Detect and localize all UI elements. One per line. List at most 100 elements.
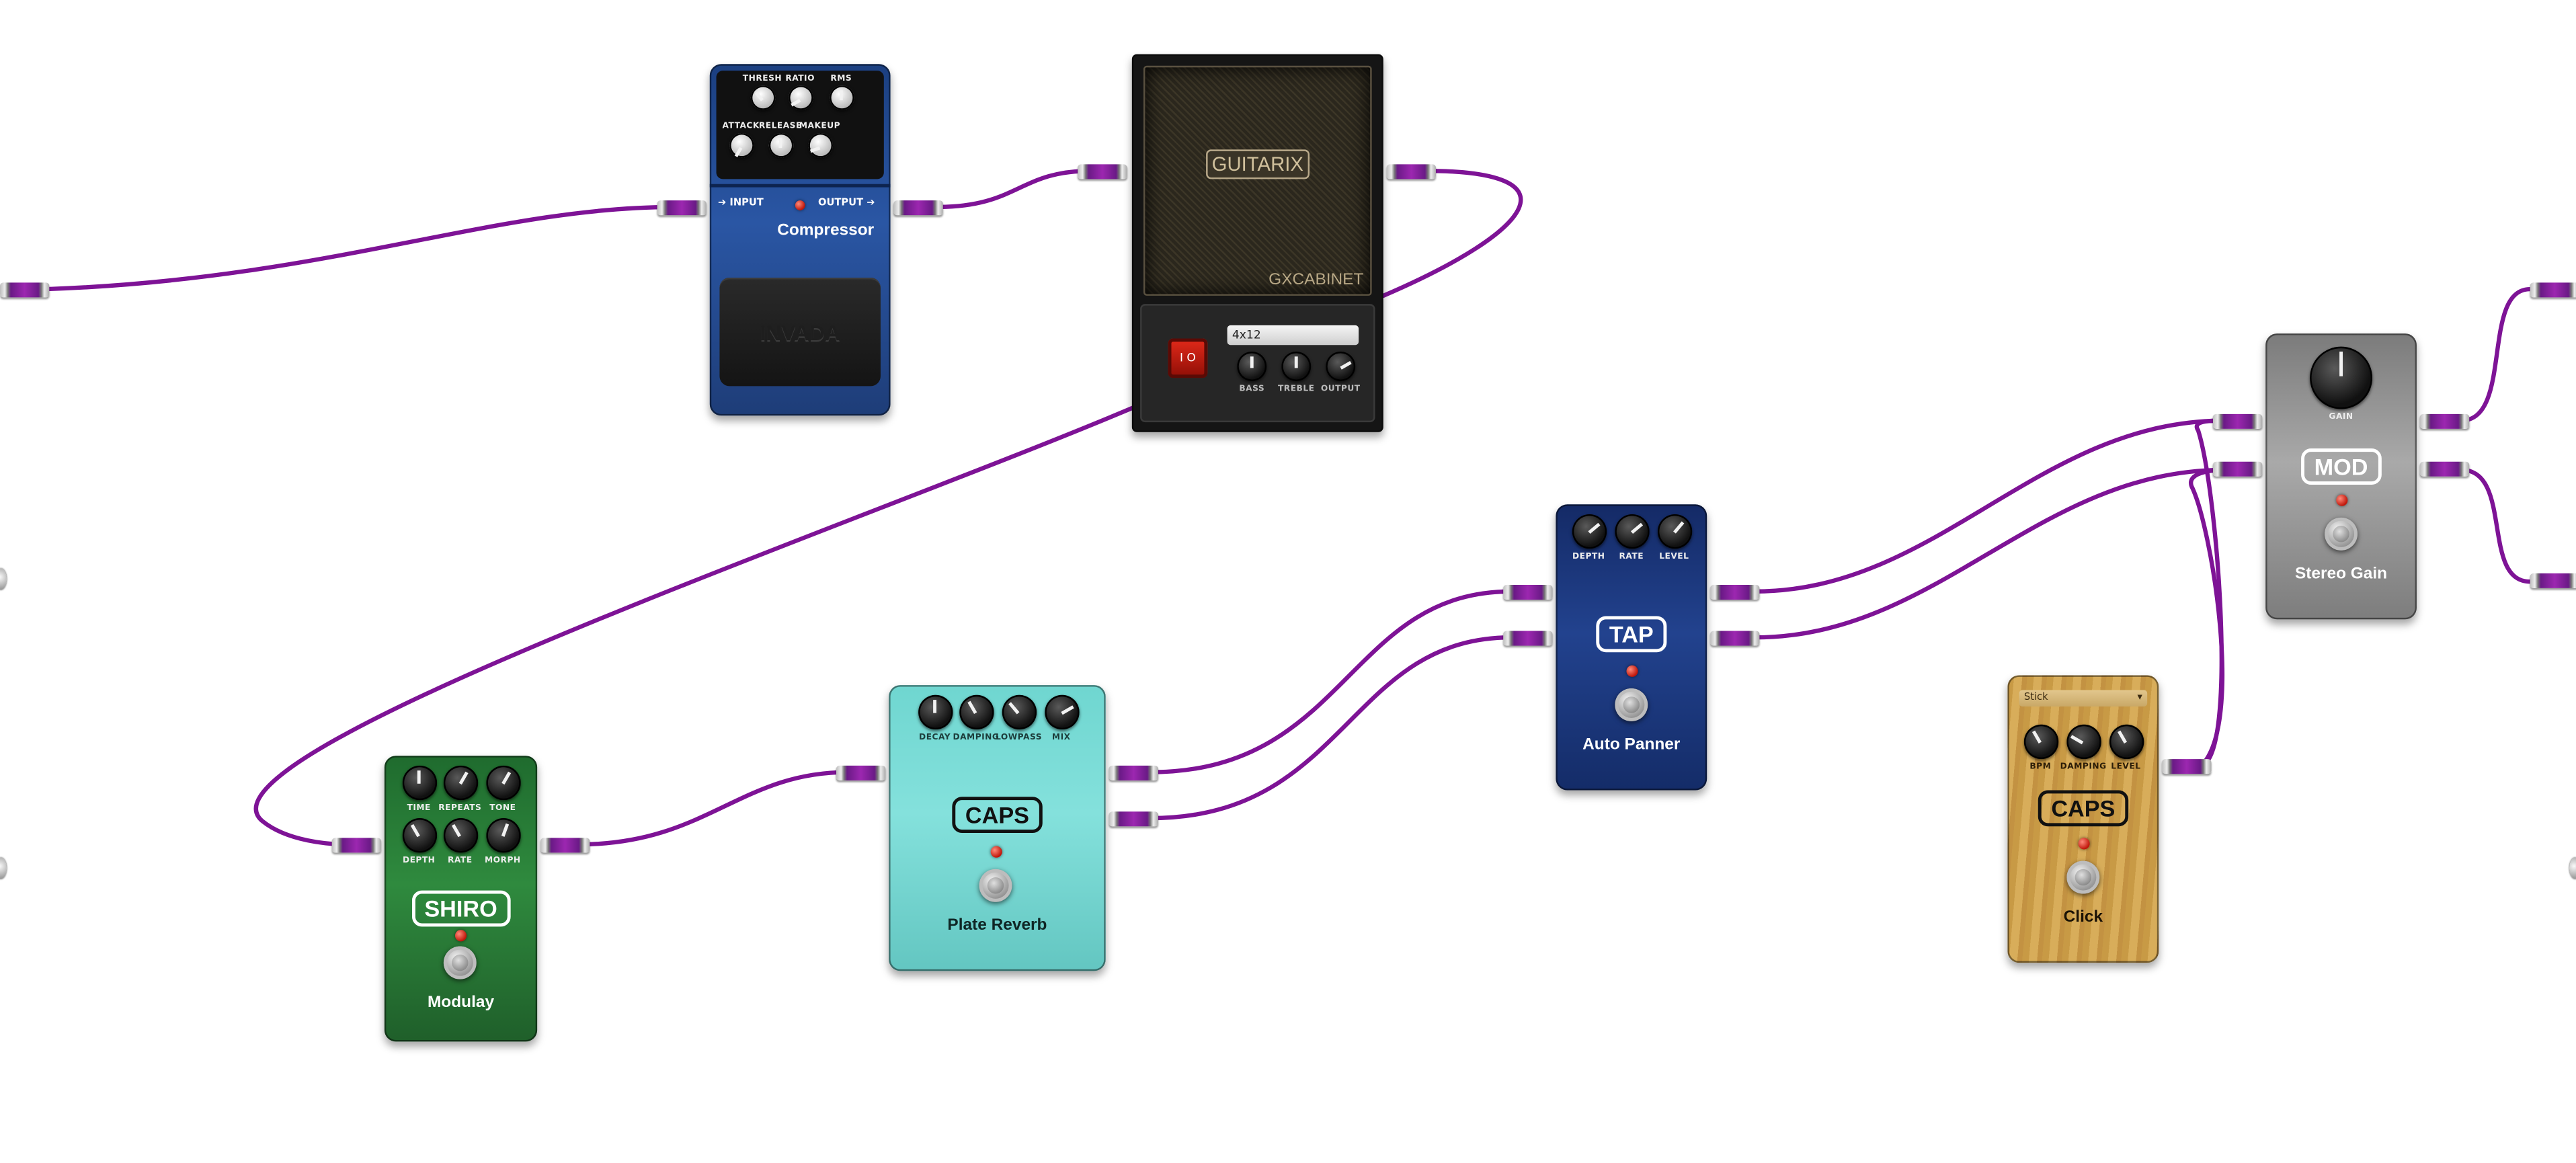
knob-label: DECAY — [919, 732, 951, 743]
cabinet-control-panel: I O 4x12 BASS TREBLE OUTPUT — [1140, 304, 1375, 423]
plate-reverb-output-r-jack[interactable] — [1109, 811, 1158, 827]
compressor-footswitch-pad[interactable]: INVADA — [719, 278, 881, 387]
cable-compressor-to-cabinet[interactable] — [934, 168, 1093, 210]
knob-label: MORPH — [485, 856, 521, 866]
knob-label: RELEASE — [758, 121, 802, 132]
knob-treble[interactable]: TREBLE — [1273, 351, 1319, 395]
compressor-output-jack[interactable] — [893, 200, 943, 216]
cabinet-model-select[interactable]: 4x12 — [1227, 325, 1359, 346]
click-model-select[interactable]: Stick ▾ — [2019, 690, 2148, 707]
compressor-brand: INVADA — [760, 320, 840, 346]
knob-depth[interactable]: DEPTH — [396, 818, 442, 866]
auto-panner-input-l-jack[interactable] — [1503, 585, 1553, 600]
cabinet-output-jack[interactable] — [1386, 164, 1436, 179]
knob-level[interactable]: LEVEL — [1651, 514, 1697, 562]
click-pedal[interactable]: Stick▾ BPM DAMPING LEVEL CAPS Click — [2007, 675, 2159, 963]
knob-label: REPEATS — [438, 803, 482, 813]
cable-reverb-to-panner-l[interactable] — [1148, 589, 1514, 774]
auto-panner-input-r-jack[interactable] — [1503, 631, 1553, 646]
system-playback-2-jack[interactable] — [2530, 573, 2576, 588]
system-midi-port[interactable] — [0, 857, 7, 879]
modulay-brand: SHIRO — [411, 890, 511, 927]
knob-rate[interactable]: RATE — [1609, 514, 1654, 562]
knob-damping[interactable]: DAMPING — [953, 694, 1000, 743]
auto-panner-footswitch[interactable] — [1615, 688, 1648, 721]
knob-release[interactable]: RELEASE — [758, 122, 803, 158]
auto-panner-brand: TAP — [1596, 616, 1667, 653]
bypass-switch[interactable]: I O — [1168, 338, 1208, 378]
knob-rate[interactable]: RATE — [437, 818, 483, 866]
stereo-gain-output-r-jack[interactable] — [2419, 461, 2470, 477]
cable-gain-to-output-r[interactable] — [2458, 467, 2532, 584]
knob-damping[interactable]: DAMPING — [2060, 724, 2106, 772]
cable-cabinet-to-modulay[interactable] — [253, 168, 1523, 847]
knob-attack[interactable]: ATTACK — [718, 122, 764, 158]
knob-label: BPM — [2029, 762, 2052, 772]
stereo-gain-input-l-jack[interactable] — [2212, 413, 2263, 429]
knob-bpm[interactable]: BPM — [2017, 724, 2063, 772]
modulay-output-jack[interactable] — [540, 838, 590, 853]
cable-gain-to-output-l[interactable] — [2458, 286, 2532, 423]
knob-ratio[interactable]: RATIO — [777, 74, 823, 110]
knob-decay[interactable]: DECAY — [912, 694, 957, 743]
plate-reverb-brand: CAPS — [952, 797, 1043, 834]
modulay-footswitch[interactable] — [443, 946, 477, 979]
select-value: Stick — [2023, 691, 2048, 703]
cabinet-grille: GUITARIX GXCABINET — [1143, 65, 1372, 296]
divider — [709, 184, 891, 188]
knob-label: TREBLE — [1277, 384, 1315, 395]
knob-lowpass[interactable]: LOWPASS — [996, 694, 1042, 743]
knob-makeup[interactable]: MAKEUP — [797, 122, 842, 158]
chevron-down-icon: ▾ — [2137, 691, 2142, 703]
cabinet-input-jack[interactable] — [1078, 164, 1127, 179]
switch-label: I O — [1179, 351, 1196, 365]
cabinet-brand: GUITARIX — [1205, 149, 1310, 179]
knob-time[interactable]: TIME — [396, 765, 442, 813]
knob-mix[interactable]: MIX — [1039, 694, 1084, 743]
compressor-input-jack[interactable] — [657, 200, 707, 216]
knob-repeats[interactable]: REPEATS — [437, 765, 483, 813]
auto-panner-output-r-jack[interactable] — [1710, 631, 1760, 646]
cable-reverb-to-panner-r[interactable] — [1148, 635, 1514, 821]
plate-reverb-pedal[interactable]: DECAY DAMPING LOWPASS MIX CAPS Plate Rev… — [889, 685, 1106, 971]
cable-panner-to-gain-r[interactable] — [1752, 467, 2227, 640]
output-label-text: OUTPUT — [818, 197, 864, 209]
auto-panner-output-l-jack[interactable] — [1710, 585, 1760, 600]
plate-reverb-output-l-jack[interactable] — [1109, 765, 1158, 780]
modulay-pedal[interactable]: TIME REPEATS TONE DEPTH RATE MORPH SHIRO… — [384, 756, 538, 1042]
cable-click-to-gain-r[interactable] — [2189, 467, 2227, 768]
cable-modulay-to-reverb[interactable] — [576, 770, 850, 847]
click-footswitch[interactable] — [2066, 860, 2100, 894]
compressor-pedal[interactable]: THRESH RATIO RMS ATTACK RELEASE MAKEUP ➔… — [709, 64, 891, 416]
stereo-gain-pedal[interactable]: GAIN MOD Stereo Gain — [2265, 333, 2417, 620]
stereo-gain-input-r-jack[interactable] — [2212, 461, 2263, 477]
led-icon — [795, 200, 805, 210]
click-output-jack[interactable] — [2162, 759, 2212, 774]
system-playback-midi-port[interactable] — [2569, 857, 2576, 879]
modulay-input-jack[interactable] — [331, 838, 381, 853]
knob-thresh[interactable]: THRESH — [739, 74, 785, 110]
system-capture-jack[interactable] — [0, 282, 50, 298]
plate-reverb-input-jack[interactable] — [836, 765, 886, 780]
knob-output[interactable]: OUTPUT — [1318, 351, 1363, 395]
plate-reverb-footswitch[interactable] — [979, 869, 1012, 902]
select-value: 4x12 — [1232, 328, 1261, 342]
cable-panner-to-gain-l[interactable] — [1752, 418, 2227, 594]
knob-depth[interactable]: DEPTH — [1566, 514, 1611, 562]
knob-level[interactable]: LEVEL — [2103, 724, 2148, 772]
knob-rms[interactable]: RMS — [818, 74, 864, 110]
knob-tone[interactable]: TONE — [480, 765, 526, 813]
stereo-gain-output-l-jack[interactable] — [2419, 413, 2470, 429]
click-name: Click — [2063, 908, 2103, 927]
knob-bass[interactable]: BASS — [1229, 351, 1275, 395]
knob-gain[interactable]: GAIN — [2308, 346, 2374, 422]
system-capture-2-port[interactable] — [0, 568, 7, 590]
gxcabinet-pedal[interactable]: GUITARIX GXCABINET I O 4x12 BASS TREBLE … — [1131, 54, 1383, 432]
knob-morph[interactable]: MORPH — [480, 818, 526, 866]
stereo-gain-footswitch[interactable] — [2325, 517, 2358, 551]
system-playback-1-jack[interactable] — [2530, 282, 2576, 298]
cable-input-to-compressor[interactable] — [44, 204, 676, 292]
auto-panner-pedal[interactable]: DEPTH RATE LEVEL TAP Auto Panner — [1556, 504, 1707, 791]
knob-label: DAMPING — [953, 732, 1000, 743]
